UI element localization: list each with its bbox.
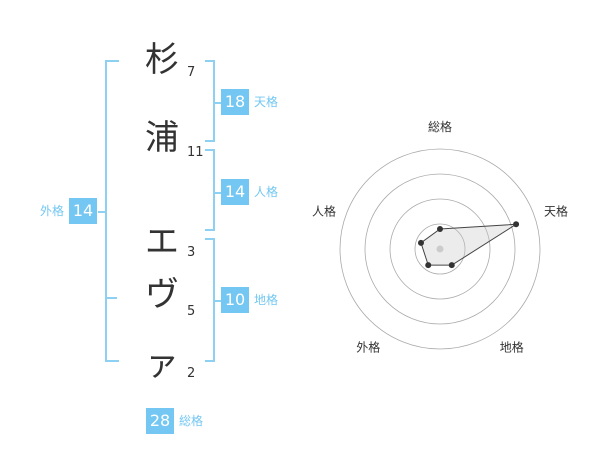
jin-connector — [213, 192, 221, 194]
gai-badge: 外格 14 — [40, 198, 98, 224]
radar-ring — [364, 173, 516, 325]
radar-ring — [389, 198, 491, 300]
radar-axis-label: 総格 — [428, 119, 452, 134]
gai-connector — [98, 211, 105, 213]
ten-label: 天格 — [254, 95, 279, 109]
gai-bracket — [105, 60, 119, 362]
stroke-count-5: 2 — [187, 366, 196, 381]
stroke-count-2: 11 — [187, 145, 204, 160]
name-char-4: ヴ — [145, 275, 179, 315]
radar-ring — [339, 148, 541, 350]
radar-point — [437, 226, 443, 232]
sou-value: 28 — [146, 408, 174, 434]
stroke-count-1: 7 — [187, 65, 196, 80]
chi-connector — [213, 300, 221, 302]
stroke-count-3: 3 — [187, 245, 196, 260]
chi-label: 地格 — [254, 293, 279, 307]
name-char-3: エ — [145, 222, 179, 262]
radar-rings — [339, 148, 541, 350]
radar-point — [417, 239, 424, 246]
jin-bracket — [205, 149, 215, 231]
stroke-count-4: 5 — [187, 304, 196, 319]
name-char-5: ァ — [145, 344, 179, 384]
jin-value: 14 — [221, 179, 249, 205]
ten-connector — [213, 102, 221, 104]
radar-ring — [414, 223, 466, 275]
radar-polygon — [420, 223, 517, 266]
radar-center — [436, 245, 444, 253]
radar-axis-label: 地格 — [500, 340, 524, 355]
jin-badge: 14 人格 — [221, 179, 278, 205]
radar-point — [448, 262, 455, 269]
sou-badge: 28 総格 — [146, 408, 203, 434]
radar-point — [513, 221, 520, 228]
sou-label: 総格 — [179, 414, 204, 428]
ten-value: 18 — [221, 89, 249, 115]
gai-value: 14 — [69, 198, 98, 224]
radar-point — [425, 262, 432, 269]
gai-bracket-tick — [105, 297, 117, 299]
chi-badge: 10 地格 — [221, 287, 278, 313]
jin-label: 人格 — [254, 185, 279, 199]
radar-axis-label: 天格 — [544, 203, 568, 218]
radar-axis-label: 外格 — [356, 340, 380, 355]
name-char-2: 浦 — [145, 118, 179, 158]
radar-axis-label: 人格 — [312, 203, 336, 218]
chi-value: 10 — [221, 287, 249, 313]
name-char-1: 杉 — [145, 40, 179, 80]
ten-badge: 18 天格 — [221, 89, 278, 115]
radar-points — [417, 221, 520, 269]
gai-label: 外格 — [40, 204, 65, 218]
ten-bracket — [205, 60, 215, 142]
